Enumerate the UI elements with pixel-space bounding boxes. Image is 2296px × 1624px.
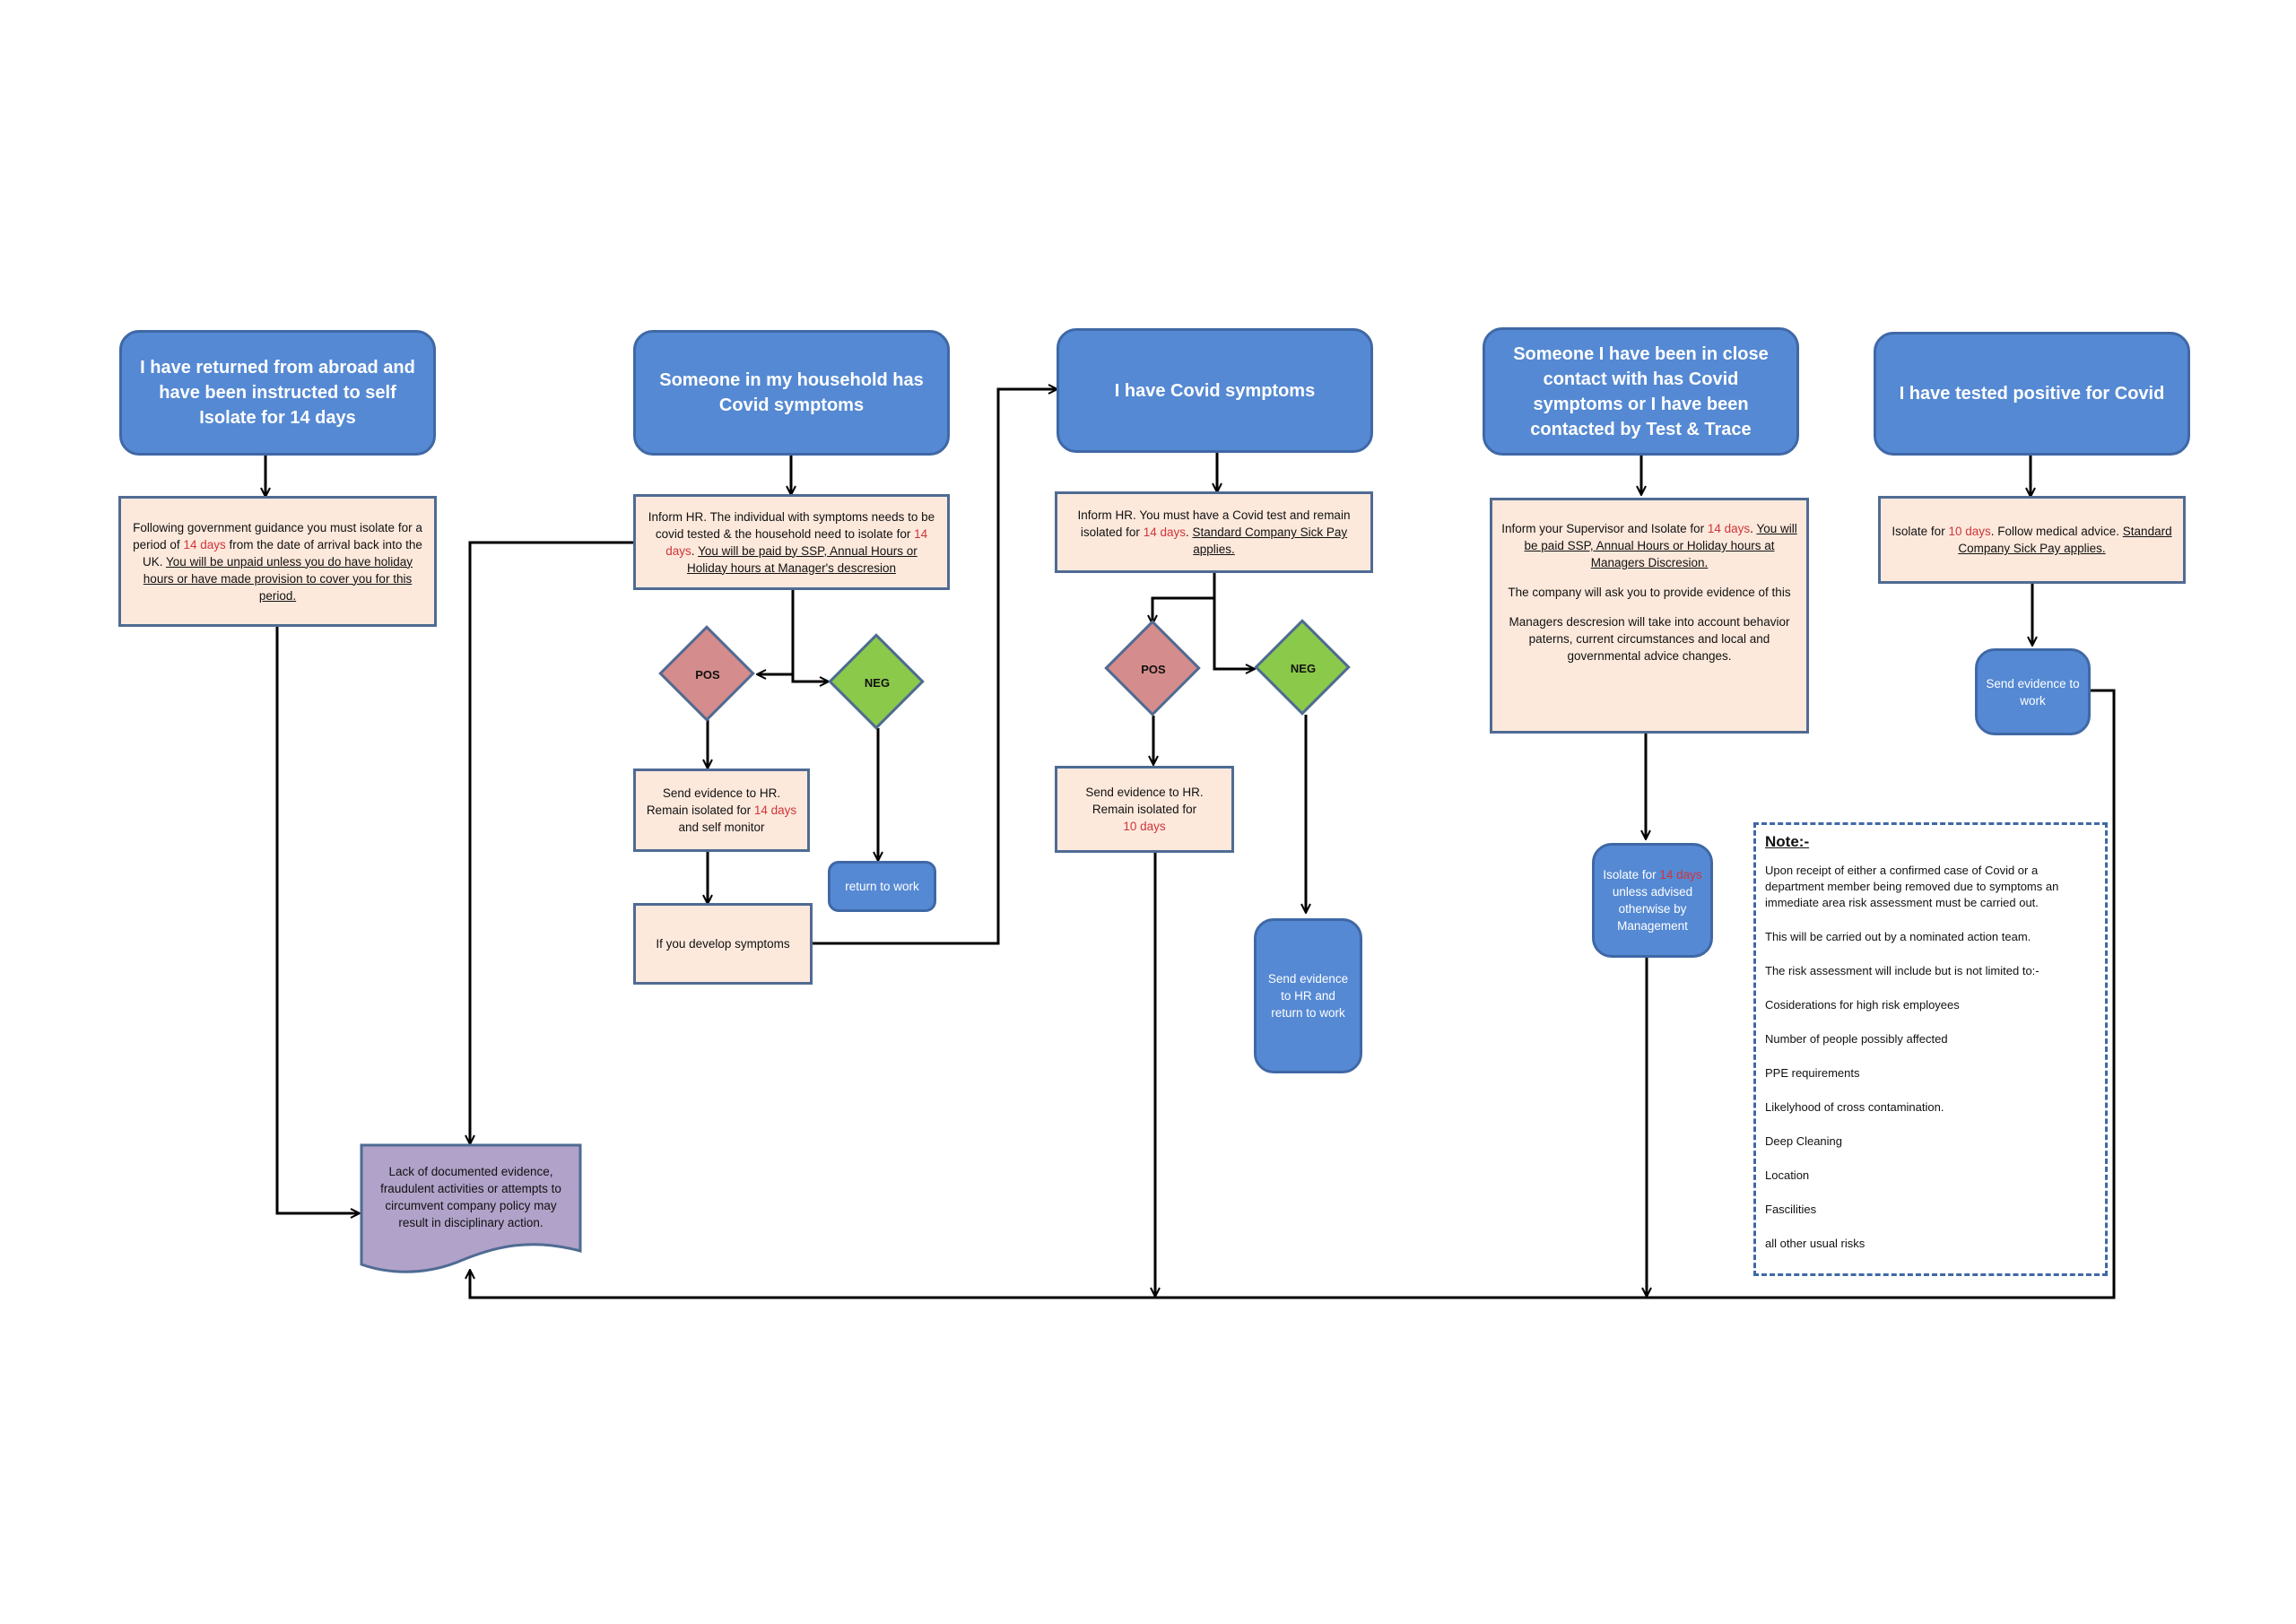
box-contact-isolate: Isolate for 14 days unless advised other…	[1592, 843, 1713, 958]
header-household-symptoms-text: Someone in my household has Covid sympto…	[659, 370, 924, 415]
box-develop-symptoms-text: If you develop symptoms	[656, 937, 790, 951]
arrow-household-info-to-disciplinary	[470, 541, 633, 1143]
note-line: Likelyhood of cross contamination.	[1765, 1100, 1944, 1114]
header-household-symptoms: Someone in my household has Covid sympto…	[633, 330, 950, 456]
info-abroad-isolation: Following government guidance you must i…	[118, 496, 437, 627]
info-contact-isolation: Inform your Supervisor and Isolate for 1…	[1490, 498, 1809, 734]
header-returned-from-abroad: I have returned from abroad and have bee…	[119, 330, 436, 456]
box-household-neg-return-to-work: return to work	[828, 861, 936, 912]
disciplinary-document-text: Lack of documented evidence, fraudulent …	[380, 1165, 561, 1229]
box-household-neg-return-to-work-text: return to work	[845, 880, 919, 893]
decision-symptoms-neg-label: NEG	[1290, 661, 1317, 675]
box-symptoms-neg-return: Send evidence to HR and return to work	[1254, 918, 1362, 1073]
decision-symptoms-neg: NEG	[1254, 619, 1352, 717]
header-covid-symptoms: I have Covid symptoms	[1057, 328, 1373, 453]
header-close-contact-text: Someone I have been in close contact wit…	[1513, 343, 1769, 439]
box-symptoms-pos-evidence: Send evidence to HR. Remain isolated for…	[1055, 766, 1234, 853]
note-line: Location	[1765, 1168, 1810, 1182]
header-close-contact: Someone I have been in close contact wit…	[1483, 327, 1799, 456]
note-line: This will be carried out by a nominated …	[1765, 930, 2031, 943]
note-line: all other usual risks	[1765, 1237, 1866, 1250]
decision-household-pos-label: POS	[695, 667, 720, 682]
box-household-pos-evidence: Send evidence to HR. Remain isolated for…	[633, 769, 810, 852]
note-line: Cosiderations for high risk employees	[1765, 998, 1960, 1012]
header-covid-symptoms-text: I have Covid symptoms	[1114, 380, 1316, 401]
decision-household-neg: NEG	[828, 633, 926, 732]
info-positive-isolation: Isolate for 10 days. Follow medical advi…	[1878, 496, 2186, 584]
note-line: Number of people possibly affected	[1765, 1032, 1948, 1046]
header-returned-from-abroad-text: I have returned from abroad and have bee…	[140, 358, 415, 428]
box-symptoms-neg-return-text: Send evidence to HR and return to work	[1267, 972, 1349, 1020]
disciplinary-document-shape	[360, 1143, 582, 1273]
note-title: Note:-	[1765, 833, 1810, 850]
decision-symptoms-pos: POS	[1104, 620, 1203, 718]
note-line: The risk assessment will include but is …	[1765, 964, 2039, 977]
info-household-isolation: Inform HR. The individual with symptoms …	[633, 494, 950, 590]
arrow-abroad-info-to-disciplinary	[275, 626, 359, 1213]
arrow-household-info-to-pos	[758, 590, 795, 674]
arrow-household-info-to-neg	[791, 590, 828, 682]
disciplinary-document: Lack of documented evidence, fraudulent …	[360, 1143, 582, 1278]
note-line: PPE requirements	[1765, 1066, 1860, 1080]
box-positive-send-evidence-text: Send evidence to work	[1986, 676, 2080, 708]
decision-household-pos: POS	[658, 625, 757, 724]
note-panel: Note:- Upon receipt of either a confirme…	[1753, 822, 2108, 1276]
arrow-symptoms-info-to-neg	[1213, 572, 1254, 669]
decision-symptoms-pos-label: POS	[1141, 662, 1166, 676]
note-line: Fascilities	[1765, 1203, 1817, 1216]
info-symptoms-test: Inform HR. You must have a Covid test an…	[1055, 491, 1373, 573]
decision-household-neg-label: NEG	[864, 675, 891, 690]
arrow-symptoms-info-to-pos	[1152, 572, 1216, 623]
box-positive-send-evidence: Send evidence to work	[1975, 648, 2091, 735]
arrow-develop-to-symptoms	[813, 389, 1057, 945]
note-line: Upon receipt of either a confirmed case …	[1765, 864, 2059, 909]
box-develop-symptoms: If you develop symptoms	[633, 903, 813, 985]
note-line: Deep Cleaning	[1765, 1134, 1843, 1148]
header-tested-positive: I have tested positive for Covid	[1874, 332, 2190, 456]
arrow-positive-send-to-disciplinary	[470, 689, 2116, 1299]
header-tested-positive-text: I have tested positive for Covid	[1899, 384, 2165, 404]
